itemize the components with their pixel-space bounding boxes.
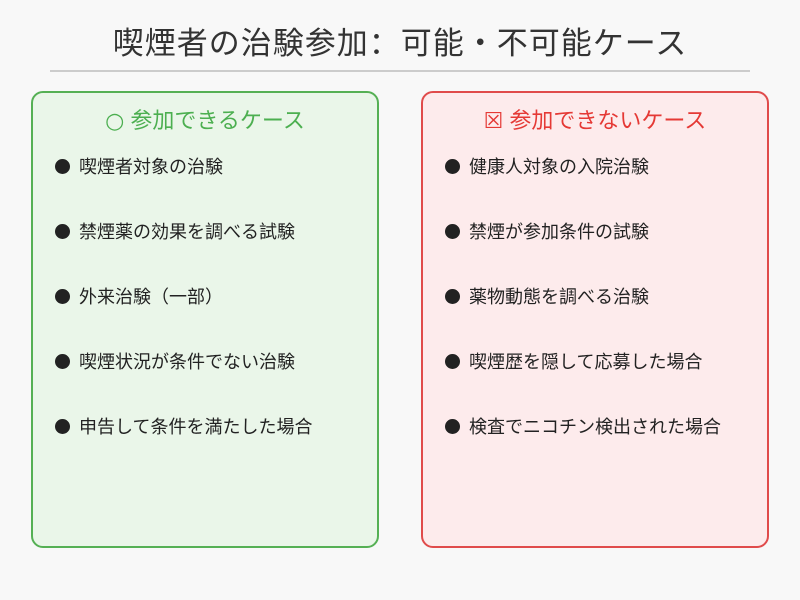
panel-allowed-cases: ○参加できるケース 喫煙者対象の治験 禁煙薬の効果を調べる試験 外来治験（一部）… [31,91,379,548]
list-item: 喫煙状況が条件でない治験 [55,348,312,413]
page-title: 喫煙者の治験参加：可能・不可能ケース [112,26,688,62]
list-item: 外来治験（一部） [55,283,312,348]
panel-allowed-title: 参加できるケース [130,109,305,134]
list-item-label: 禁煙が参加条件の試験 [469,222,649,243]
list-item: 申告して条件を満たした場合 [55,413,312,478]
list-item: 薬物動態を調べる治験 [445,283,721,348]
bullet-icon [55,419,70,434]
cross-box-icon: ☒ [483,109,504,134]
bullet-icon [55,159,70,174]
panel-allowed-heading: ○参加できるケース [33,103,377,135]
list-item: 禁煙薬の効果を調べる試験 [55,218,312,283]
list-item-label: 喫煙者対象の治験 [79,157,223,178]
list-item-label: 健康人対象の入院治験 [469,157,649,178]
list-item-label: 検査でニコチン検出された場合 [469,417,721,438]
list-item-label: 喫煙状況が条件でない治験 [79,352,295,373]
list-item-label: 薬物動態を調べる治験 [469,287,649,308]
list-item: 喫煙歴を隠して応募した場合 [445,348,721,413]
bullet-icon [55,354,70,369]
list-item-label: 喫煙歴を隠して応募した場合 [469,352,703,373]
list-item: 健康人対象の入院治験 [445,153,721,218]
bullet-icon [445,419,460,434]
bullet-icon [445,354,460,369]
list-item: 禁煙が参加条件の試験 [445,218,721,283]
list-item-label: 申告して条件を満たした場合 [79,417,313,438]
title-divider [50,70,750,72]
not-allowed-case-list: 健康人対象の入院治験 禁煙が参加条件の試験 薬物動態を調べる治験 喫煙歴を隠して… [445,153,721,478]
allowed-case-list: 喫煙者対象の治験 禁煙薬の効果を調べる試験 外来治験（一部） 喫煙状況が条件でな… [55,153,312,478]
bullet-icon [55,289,70,304]
list-item: 喫煙者対象の治験 [55,153,312,218]
circle-icon: ○ [105,109,125,134]
list-item: 検査でニコチン検出された場合 [445,413,721,478]
bullet-icon [445,224,460,239]
list-item-label: 禁煙薬の効果を調べる試験 [79,222,295,243]
bullet-icon [445,159,460,174]
panel-not-allowed-cases: ☒参加できないケース 健康人対象の入院治験 禁煙が参加条件の試験 薬物動態を調べ… [421,91,769,548]
list-item-label: 外来治験（一部） [79,287,223,308]
bullet-icon [55,224,70,239]
bullet-icon [445,289,460,304]
panel-not-allowed-heading: ☒参加できないケース [423,103,767,135]
panel-not-allowed-title: 参加できないケース [509,109,707,134]
